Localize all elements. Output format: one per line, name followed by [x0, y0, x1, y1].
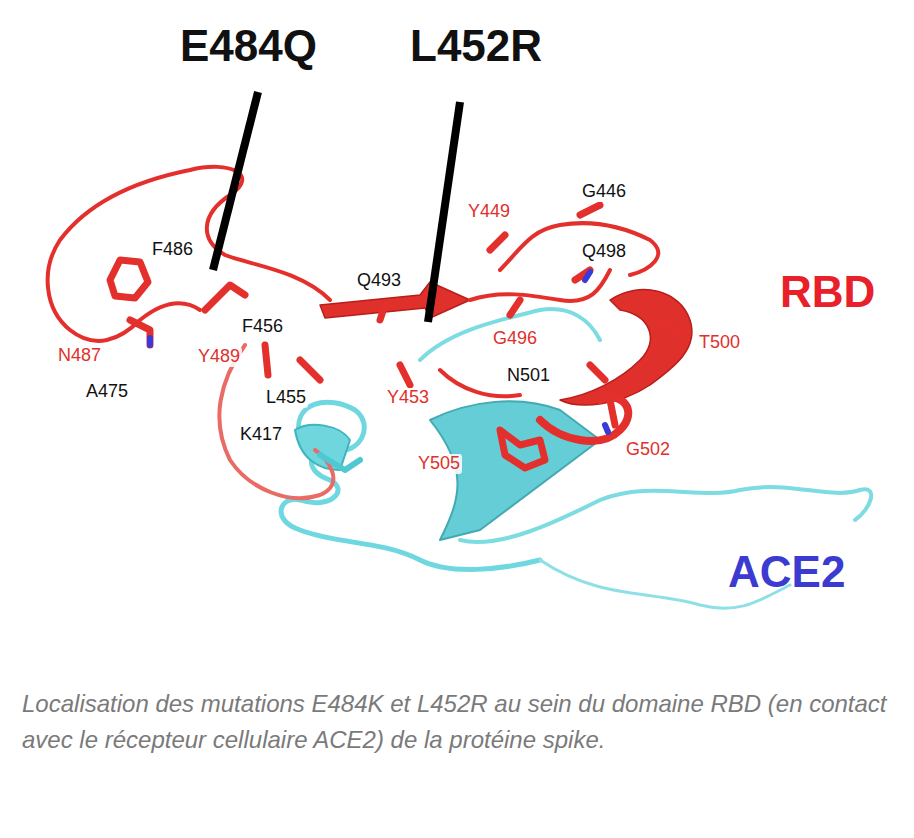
rbd-loop: [500, 223, 658, 275]
residue-label: N501: [505, 366, 552, 386]
rbd-loop: [219, 345, 333, 498]
residue-label: Y453: [385, 388, 431, 408]
residue-label: N487: [56, 346, 103, 366]
title-label: E484Q: [180, 22, 317, 70]
title-label: ACE2: [728, 548, 845, 596]
residue-label: Y449: [466, 202, 512, 222]
residue-label: Q498: [580, 242, 628, 262]
ace2-loop: [460, 487, 871, 542]
leader-line: [428, 102, 460, 322]
rbd-loop: [470, 270, 610, 301]
residue-label: Y489: [196, 347, 242, 367]
atoms: [150, 272, 608, 432]
residue-label: Y505: [416, 454, 462, 474]
figure-caption: Localisation des mutations E484K et L452…: [22, 686, 892, 758]
residue-label: G446: [580, 182, 628, 202]
residue-label: F486: [150, 240, 195, 260]
side-chains: [110, 205, 680, 468]
residue-label: F456: [240, 317, 285, 337]
residue-label: A475: [84, 382, 130, 402]
residue-label: G496: [491, 329, 539, 349]
residue-label: G502: [624, 440, 672, 460]
residue-label: K417: [238, 425, 284, 445]
residue-label: T500: [697, 333, 742, 353]
title-label: RBD: [780, 268, 875, 316]
residue-label: Q493: [355, 271, 403, 291]
ace2-helix: [295, 425, 350, 470]
ace2-side-chain: [320, 455, 360, 470]
rbd-helix: [560, 290, 692, 405]
rbd-helix: [540, 397, 628, 441]
residue-label: L455: [264, 388, 308, 408]
leader-line: [213, 92, 258, 270]
rbd-loop: [48, 167, 330, 341]
title-label: L452R: [410, 22, 542, 70]
